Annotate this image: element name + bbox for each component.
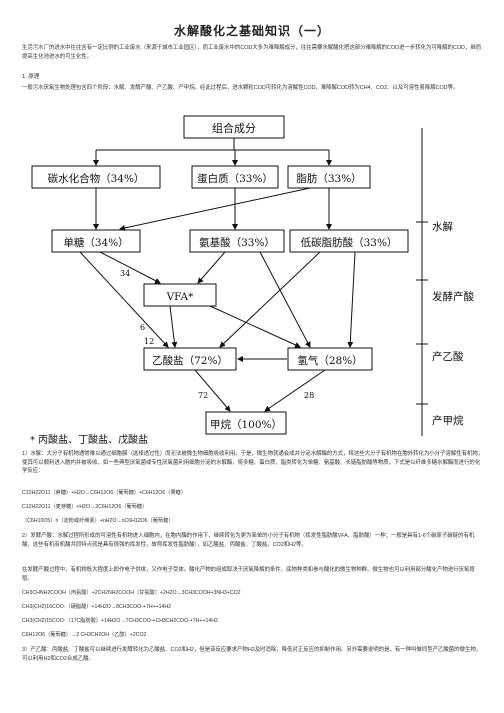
arrow-lcfa-hydrogen [347,251,356,348]
ferment-paragraph-2: 在发酵产酸过程中，有机物既大程度上即作电子供体，又作电子受体。酸化产物的组成取决… [22,567,475,582]
label-mono: 单糖（34%） [63,236,128,249]
box-amino [189,229,285,253]
reaction-a-2: C12H22O11（麦芽糖）+H2O→2C6H12O6（葡萄糖） [22,504,148,510]
label-vfa: VFA* [166,291,195,303]
label-protein: 蛋白质（33%） [197,172,273,185]
arrow-fat-mono [119,187,311,231]
label-carb: 碳水化合物（34%） [48,172,145,185]
stage-methane: 产甲烷 [432,414,464,427]
reaction-a-1: C12H22O11（蔗糖）+H2O→C6H12O6（葡萄糖）+C6H12O6（果… [22,490,186,496]
arrow-mono-acetate [79,251,169,348]
reaction-b-1: CH3CHNH2COOH（丙氨酸）+2CH2NH2COOH（甘氨酸）+2H2O→… [22,590,241,596]
arrow-lcfa-acetate [219,251,321,348]
ferment-paragraph: 2）发酵产酸：水解过程所形成的可溶性有机物进入细胞内，在胞内酶的作用下，继续转化… [22,533,475,548]
label-acetate: 乙酸盐（72%） [152,354,228,367]
arrow-vfa-hydrogen [209,305,301,348]
diagram-footnote: * 丙酸盐、丁酸盐、戊酸盐 [30,435,149,446]
page-title: 水解酸化之基础知识（一） [173,24,330,38]
label-72: 72 [198,391,208,400]
arrow-vfa-acetate [169,305,178,348]
reaction-b-4: C6H12O6（葡萄糖）→2 CH3CH2OH（乙醇）+2CO2 [22,632,147,638]
label-amino: 氨基酸（33%） [199,236,275,249]
box-acetate [143,347,237,371]
arrow-hydrogen-methane [264,369,326,412]
reaction-a-3: （C6H10O5）n（淀粉或纤维素）+nH2O→nC6H12O6（葡萄糖） [22,518,174,524]
reaction-b-3: CH3(CH2)15COO-（17C脂肪酸）+14H2O→7CH3COO-+CH… [22,618,218,624]
box-hydrogen [287,347,373,371]
stage-acetic: 产乙酸 [432,350,464,363]
label-root: 组合成分 [212,121,256,135]
box-vfa [143,283,217,307]
box-methane [205,411,287,435]
arrow-mono-vfa [99,251,161,284]
label-fat: 脂肪（33%） [296,172,361,185]
hydrolysis-paragraph: 1）水解：大分子有机物通常难以通过细胞膜（选择透过性）而无法被微生物细胞吸收利用… [22,451,484,474]
label-hydrogen: 氢气（28%） [297,354,362,367]
section-principle-heading: 1. 原理 [22,74,40,80]
label-methane: 甲烷（100%） [210,418,282,431]
box-mono [51,229,141,253]
acetic-paragraph: 3）产乙酸：丙酸盐、丁酸盐可以继续进行发酵转化为乙酸盐、CO2和H2，但是该反应… [22,647,482,662]
label-34: 34 [120,269,130,278]
box-lcfa [289,229,409,253]
label-28: 28 [304,391,314,400]
arrow-amino-vfa [197,251,226,284]
stage-ferment: 发酵产酸 [432,290,474,303]
anaerobic-process-diagram: 组合成分 碳水化合物（34%） 蛋白质（33%） 脂肪（33%） 单糖（34%）… [31,115,474,436]
arrow-acetate-methane [194,369,231,412]
principle-paragraph: 一般污水厌氧生物处理包含四个阶段：水解、发酵产酸、产乙酸、产甲烷。经此过程后，进… [22,85,459,91]
label-6: 6 [140,323,145,332]
intro-paragraph: 生活污水厂的进水中往往含有一定比例的工业废水（来源于城市工业园区），而工业废水中… [22,45,482,60]
label-12: 12 [144,337,154,346]
stage-hydrolysis: 水解 [432,220,453,233]
arrow-amino-hydrogen [259,251,311,348]
reaction-b-2: CH3(CH2)16COO-（硬脂酸）+14H2O→8CH3COO-+7H++1… [22,604,172,610]
label-lcfa: 低碳脂肪酸（33%） [301,236,398,249]
